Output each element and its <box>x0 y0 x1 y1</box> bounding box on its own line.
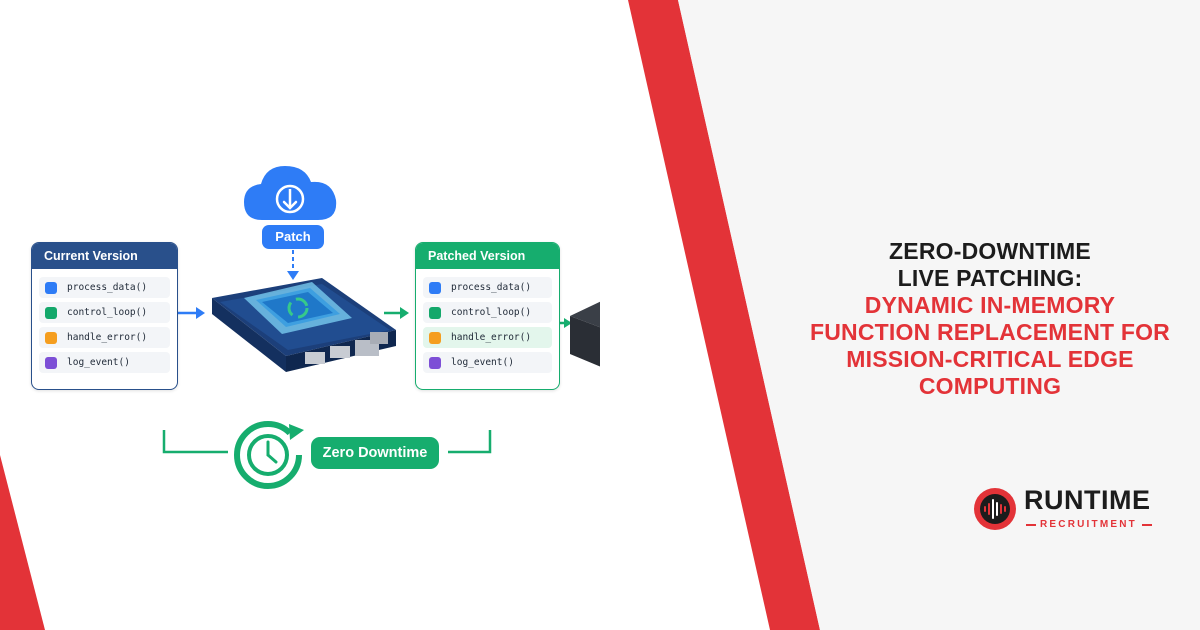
function-name: process_data() <box>67 282 148 293</box>
function-color-marker <box>429 356 441 369</box>
brand-rule-left <box>1026 524 1036 526</box>
function-row: handle_error() <box>39 327 170 348</box>
function-name: handle_error() <box>67 332 148 343</box>
left-red-stripe <box>0 455 45 630</box>
soundwave-logo-icon <box>974 488 1016 530</box>
brand-name: RUNTIME <box>1024 485 1151 515</box>
function-row: control_loop() <box>39 302 170 323</box>
function-name: control_loop() <box>451 307 532 318</box>
function-color-marker <box>429 306 441 319</box>
function-color-marker <box>429 331 441 344</box>
function-name: control_loop() <box>67 307 148 318</box>
patched-version-panel: Patched Version process_data() control_l… <box>415 242 560 390</box>
function-color-marker <box>45 331 57 344</box>
headline: ZERO-DOWNTIME LIVE PATCHING: DYNAMIC IN-… <box>790 238 1190 400</box>
function-color-marker <box>45 281 57 294</box>
current-version-panel: Current Version process_data() control_l… <box>31 242 178 390</box>
function-row-highlighted: handle_error() <box>423 327 552 348</box>
function-color-marker <box>45 356 57 369</box>
headline-line: FUNCTION REPLACEMENT FOR <box>809 319 1170 345</box>
clock-refresh-icon <box>234 421 304 489</box>
function-name: process_data() <box>451 282 532 293</box>
patched-version-title: Patched Version <box>416 243 559 269</box>
diagram-graphics <box>162 166 600 489</box>
function-color-marker <box>45 306 57 319</box>
zero-downtime-bracket <box>162 430 492 454</box>
patch-label: Patch <box>262 225 324 249</box>
function-row: log_event() <box>423 352 552 373</box>
function-color-marker <box>429 281 441 294</box>
arrow-board-to-patched <box>384 307 409 319</box>
function-row: control_loop() <box>423 302 552 323</box>
arrow-patched-to-device <box>559 318 572 328</box>
function-name: handle_error() <box>451 332 532 343</box>
headline-line: COMPUTING <box>918 373 1062 399</box>
diagonal-red-stripe <box>628 0 820 630</box>
circuit-board <box>212 278 396 372</box>
headline-line: MISSION-CRITICAL EDGE <box>846 346 1134 372</box>
function-row: process_data() <box>423 277 552 298</box>
arrow-current-to-board <box>178 307 205 319</box>
function-name: log_event() <box>451 357 514 368</box>
function-row: log_event() <box>39 352 170 373</box>
brand-subtitle: RECRUITMENT <box>1040 519 1137 530</box>
patch-arrow <box>287 250 299 280</box>
right-panel-bg <box>678 0 1200 630</box>
headline-line: LIVE PATCHING: <box>897 265 1083 291</box>
zero-downtime-label: Zero Downtime <box>311 437 439 469</box>
brand-rule-right <box>1142 524 1152 526</box>
cloud-download-icon <box>244 166 337 220</box>
function-name: log_event() <box>67 357 130 368</box>
function-row: process_data() <box>39 277 170 298</box>
headline-line: DYNAMIC IN-MEMORY <box>864 292 1116 318</box>
headline-line: ZERO-DOWNTIME <box>889 238 1091 264</box>
edge-device <box>570 301 600 367</box>
current-version-title: Current Version <box>32 243 177 269</box>
